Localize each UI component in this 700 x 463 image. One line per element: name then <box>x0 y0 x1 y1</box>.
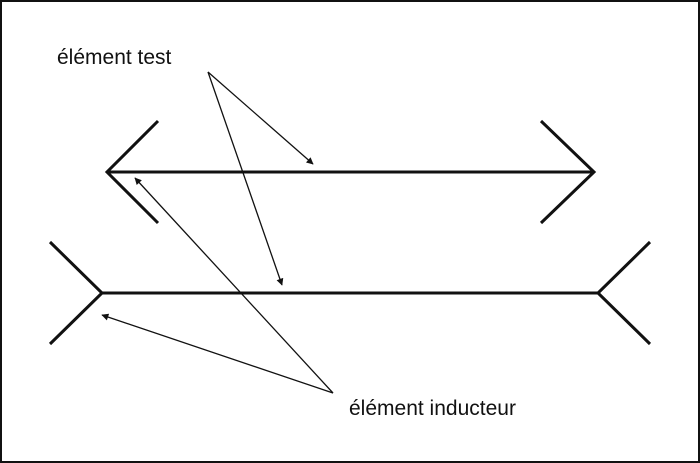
pointer-arrow-inducteur-bottom <box>101 313 334 394</box>
test-figure-bottom <box>48 240 652 346</box>
pointer-arrow-test-top <box>207 71 314 165</box>
inducer-fin-left <box>48 240 105 346</box>
test-figure-top <box>104 119 597 225</box>
pointer-arrows-test <box>207 71 314 286</box>
inducer-fin-right <box>595 240 652 346</box>
pointer-arrow-inducteur-top <box>134 177 334 394</box>
test-arrowhead-right <box>539 119 597 225</box>
pointer-arrows-inducteur <box>101 177 334 394</box>
label-element-inducteur: élément inducteur <box>349 397 516 420</box>
pointer-arrow-test-bottom <box>207 71 284 286</box>
test-arrowhead-left <box>104 119 160 225</box>
label-element-test: élément test <box>57 46 172 69</box>
